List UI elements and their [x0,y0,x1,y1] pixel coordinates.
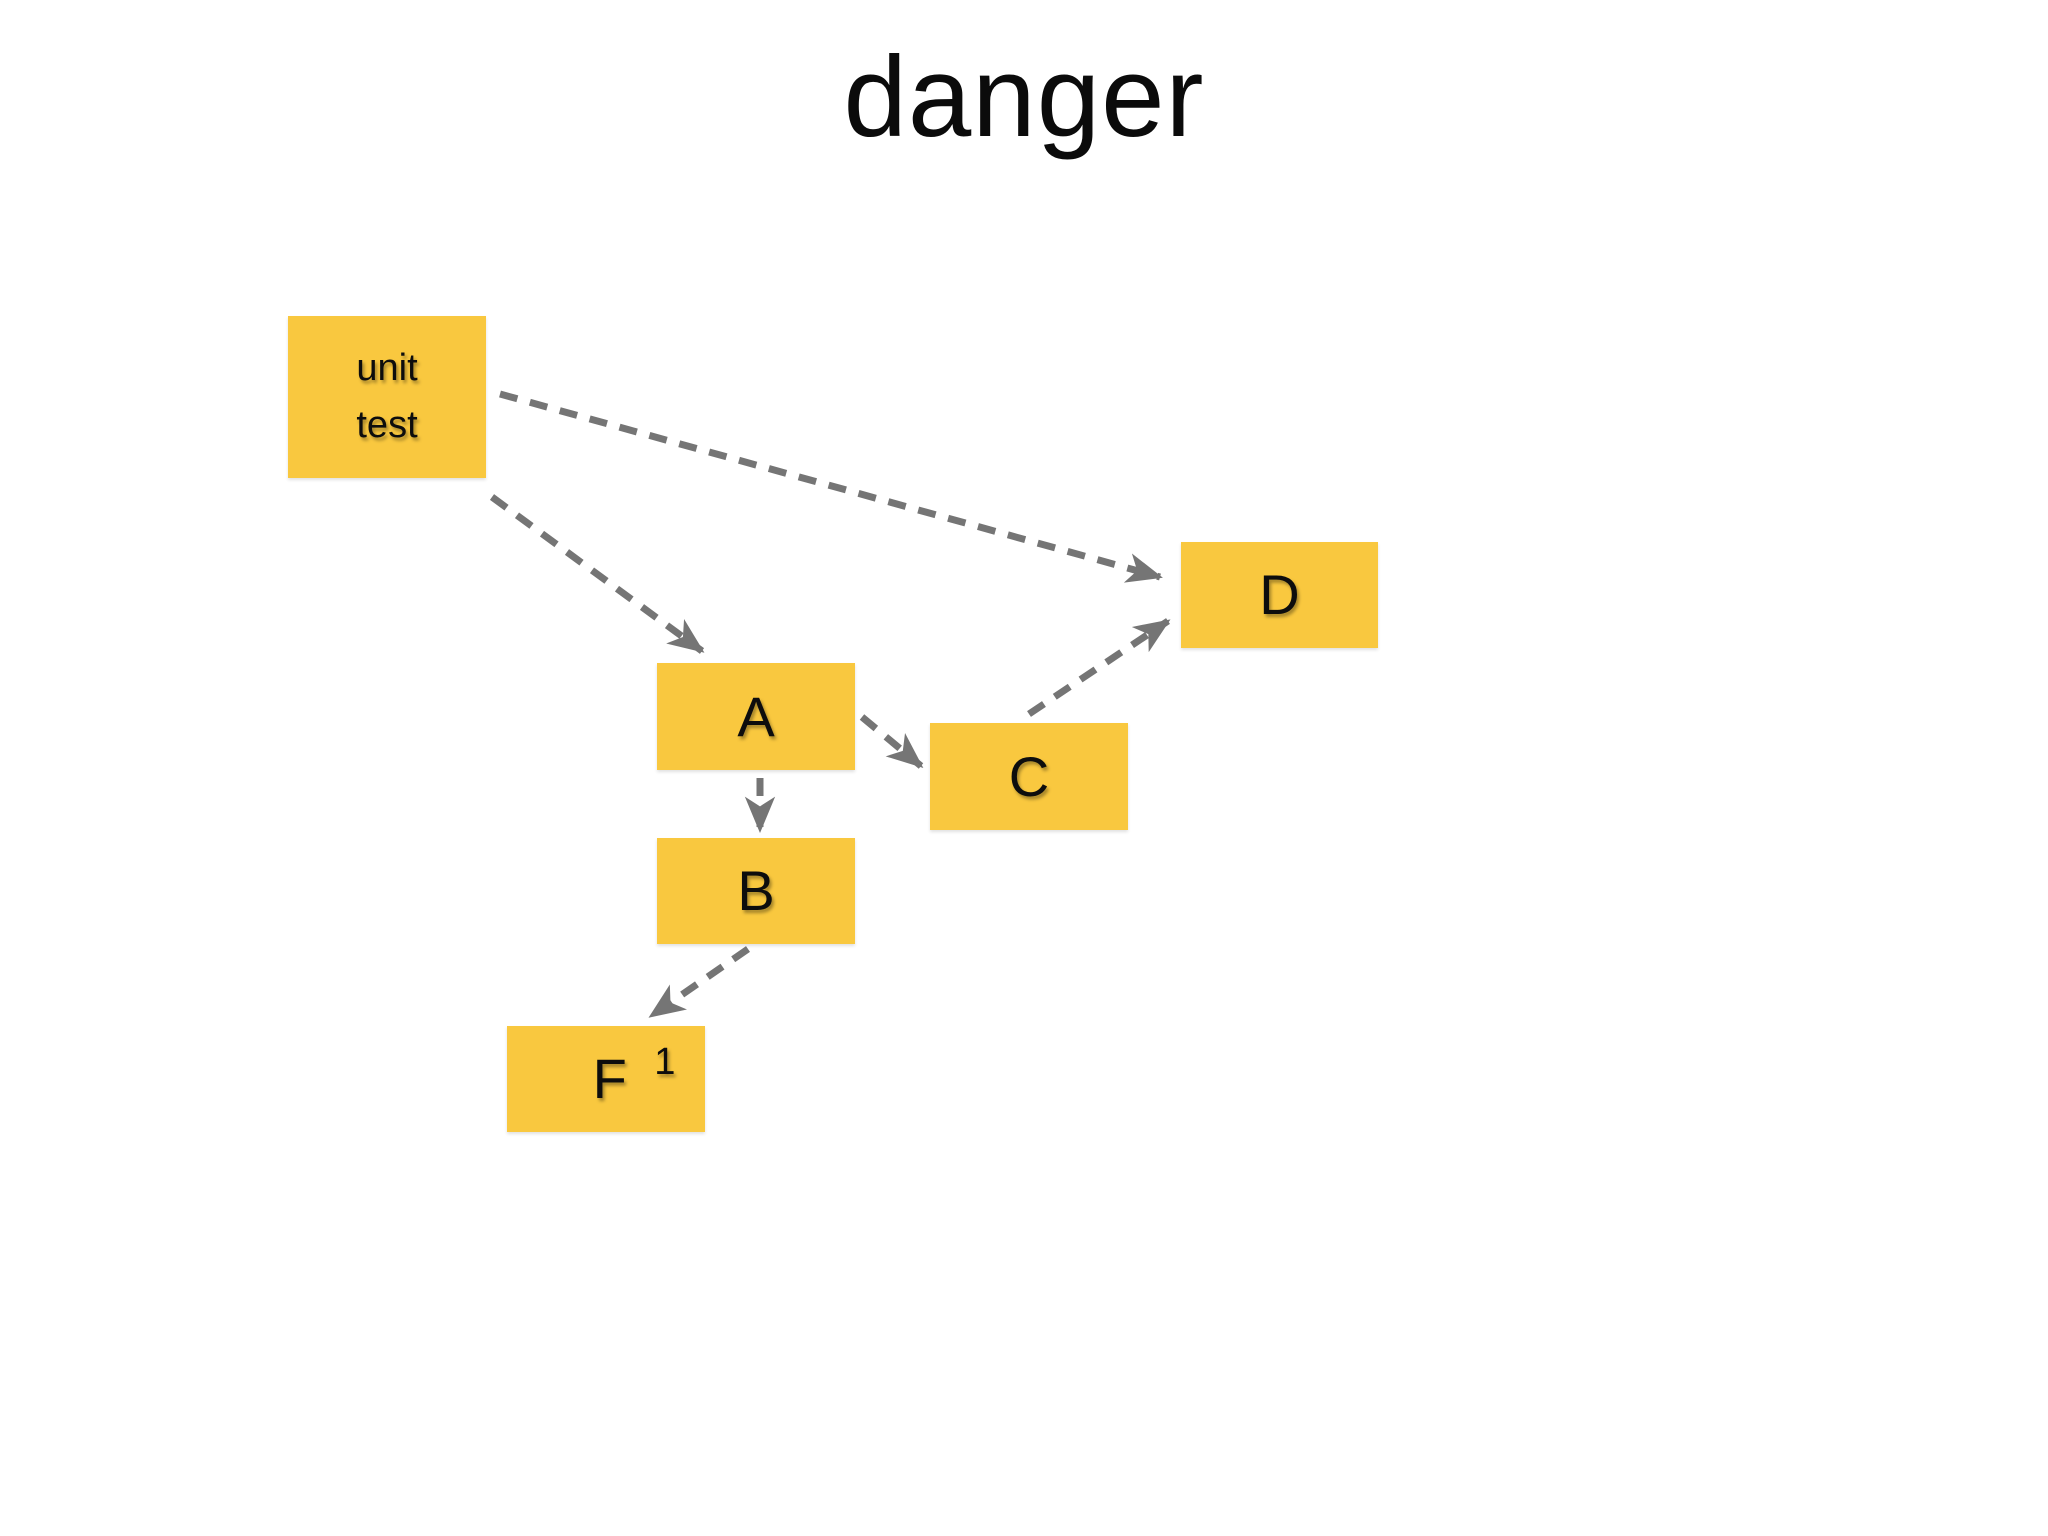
node-a: A [657,663,855,770]
node-d: D [1181,542,1378,648]
node-b-label: B [737,859,775,922]
node-c-label: C [1008,744,1050,808]
arrow-a-to-c [859,714,924,769]
node-b: B [657,838,855,944]
node-unit-test: unit test [288,316,486,478]
node-d-label: D [1259,563,1300,626]
arrow-unit-test-to-d [499,390,1163,583]
arrow-b-to-f [648,946,750,1019]
node-f-letter: F [592,1047,627,1110]
slide-title: danger [843,34,1205,161]
node-f-superscript: 1 [654,1041,676,1084]
arrow-unit-test-to-a [489,494,705,654]
node-a-label: A [737,684,775,748]
node-c: C [930,723,1128,830]
node-unit-test-label: unit test [356,347,418,446]
arrow-c-to-d [1027,618,1171,717]
